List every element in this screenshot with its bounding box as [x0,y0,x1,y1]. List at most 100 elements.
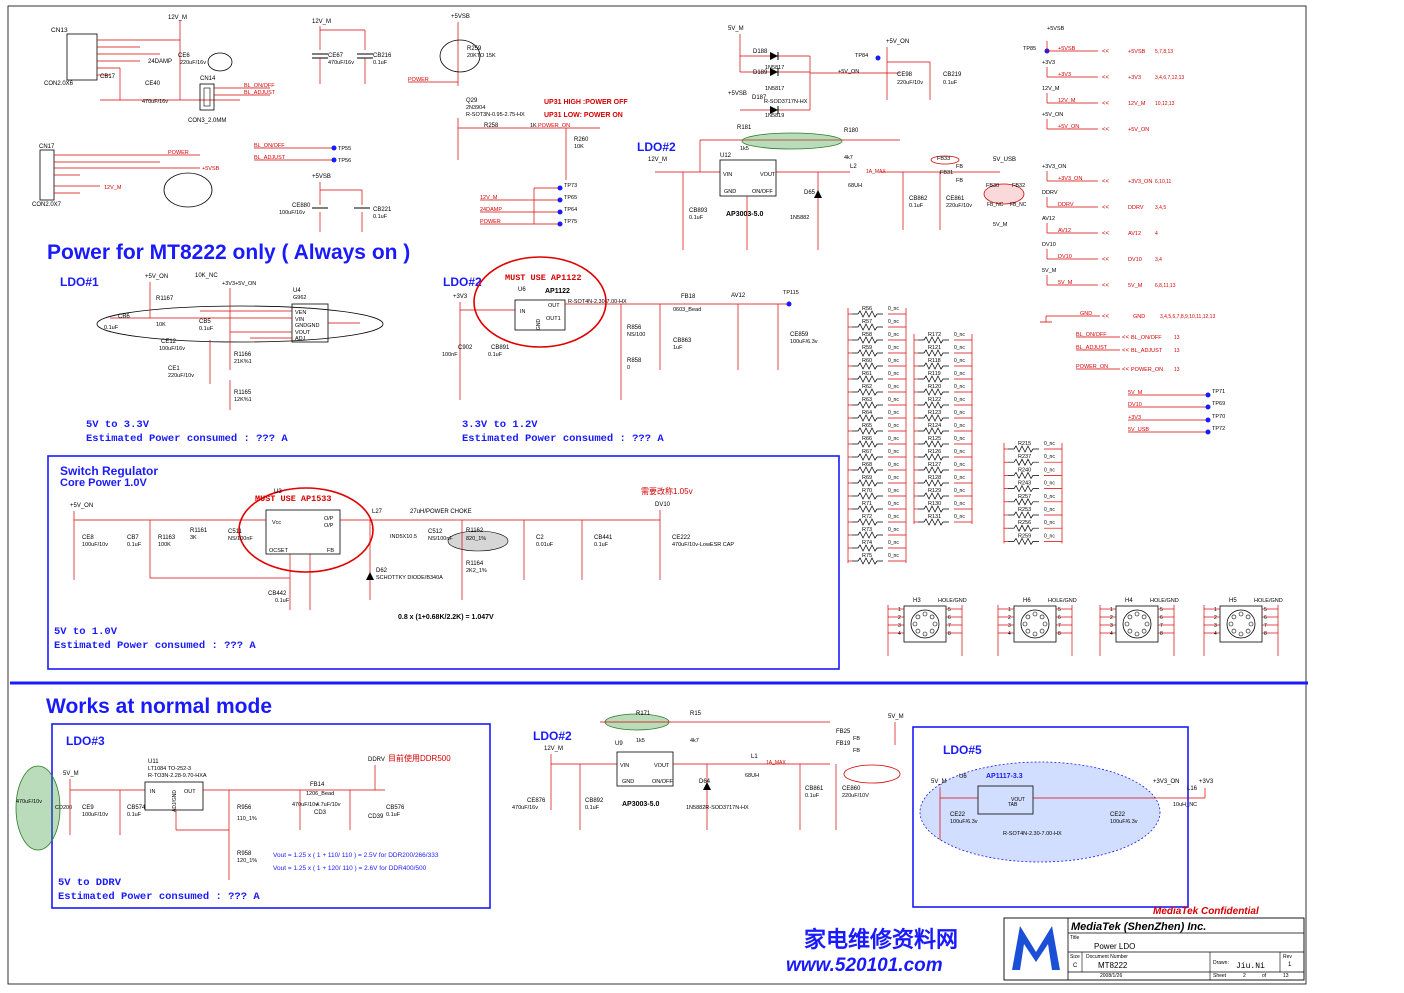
port-pages: 5,7,8,13 [1155,49,1173,55]
res-symbol [852,349,883,357]
res-value: 0_nc [888,553,899,559]
res-ref: R71 [862,501,872,507]
svg-text:CB893: CB893 [689,208,708,214]
res-ref: R59 [862,345,872,351]
res-symbol [918,466,949,474]
svg-text:0.1uF: 0.1uF [127,542,142,548]
res-symbol [852,479,883,487]
svg-text:0.1uF: 0.1uF [488,352,503,358]
res-symbol [852,453,883,461]
diodes-5v-on-group: 5V_M D188 1N5817 D189 1N5817 D187 1N5819… [728,26,900,119]
svg-text:Document Number: Document Number [1086,954,1128,960]
svg-text:2K2_1%: 2K2_1% [466,568,487,574]
res-ref: R257 [1018,494,1031,500]
port-arrow: << [1102,205,1110,211]
svg-text:CE880: CE880 [292,203,311,209]
svg-text:100uF/6.3v: 100uF/6.3v [790,339,818,345]
res-ref: R129 [928,488,941,494]
svg-text:CD3: CD3 [314,810,327,816]
res-symbol [852,440,883,448]
svg-text:0.1uF: 0.1uF [585,805,600,811]
ctrl-name: POWER_ON [1131,367,1163,373]
res-symbol [852,466,883,474]
svg-text:0603_Bead: 0603_Bead [673,307,701,313]
ldo1-desc-b: Estimated Power consumed : ??? A [86,433,288,445]
svg-text:CN17: CN17 [39,144,55,150]
res-value: 0_nc [954,384,965,390]
ldo2-top-label: LDO#2 [637,140,676,154]
svg-text:0.1uF: 0.1uF [199,326,214,332]
tp-label: TP70 [1212,414,1225,420]
svg-text:10K_NC: 10K_NC [195,273,218,279]
svg-text:7: 7 [948,623,951,629]
net-5vsb-cn17: +5VSB [202,166,220,172]
res-ref: R122 [928,397,941,403]
svg-text:8: 8 [948,631,951,637]
port-net-label: DDRV [1042,190,1058,196]
tp55-group: BL_ON/OFF TP55 BL_ADJUST TP56 [254,143,351,164]
tp-net: DV10 [1128,402,1142,408]
res-value: 0_nc [888,332,899,338]
title-block: MediaTek Confidential MediaTek (ShenZhen… [1003,906,1305,981]
res-value: 0_nc [954,436,965,442]
net-24damp: 24DAMP [148,59,172,65]
port-arrow: << [1102,127,1110,133]
res-symbol [918,479,949,487]
svg-text:4k7: 4k7 [690,738,699,744]
res-symbol [918,492,949,500]
svg-text:C: C [1073,963,1078,969]
svg-text:CE67: CE67 [328,53,344,59]
svg-text:0.01uF: 0.01uF [536,542,554,548]
res-ref: R259 [1018,533,1031,539]
svg-text:0.1uF: 0.1uF [127,812,142,818]
connector-cn17: CN17 CON2.0X7 [32,144,200,208]
tp-label: TP69 [1212,401,1225,407]
res-ref: R215 [1018,441,1031,447]
svg-text:CB7: CB7 [127,535,139,541]
svg-text:+5V_ON: +5V_ON [70,503,93,509]
port-pages: 4 [1155,231,1158,237]
svg-text:0.1uF: 0.1uF [689,215,704,221]
svg-text:8: 8 [1160,631,1163,637]
svg-text:1uF: 1uF [673,345,683,351]
tp-dot [1205,404,1211,410]
svg-text:CD200: CD200 [55,805,72,811]
port-net-on-line: +5VSB [1058,46,1076,52]
u4-g962-group: U4 G962 VEN VIN GNDGND VOUT ADJ +5V_ON +… [96,273,384,410]
svg-text:R258: R258 [484,123,499,129]
res-value: 0_nc [954,410,965,416]
sheet-border [7,5,1307,985]
res-value: 0_nc [1044,481,1055,487]
svg-text:2: 2 [1243,973,1246,979]
svg-text:FB_NC: FB_NC [987,202,1004,208]
res-ref: R124 [928,423,941,429]
tp-dot [1205,417,1211,423]
svg-text:0.1uF: 0.1uF [373,214,388,220]
svg-text:1: 1 [1214,607,1217,613]
svg-text:TP73: TP73 [564,183,577,189]
svg-text:5V_M: 5V_M [993,222,1008,228]
svg-text:4.7uF/10v: 4.7uF/10v [316,802,341,808]
svg-text:0.1uF: 0.1uF [275,598,290,604]
res-ref: R74 [862,540,872,546]
port-name: DDRV [1128,205,1144,211]
svg-text:R856: R856 [627,325,642,331]
port-net-label: +5V_ON [1042,112,1063,118]
svg-text:OUT: OUT [548,303,560,309]
res-symbol [1008,484,1039,493]
svg-text:10K: 10K [574,144,584,150]
svg-text:TP84: TP84 [855,53,868,59]
ce40-val: 470uF/16v [142,99,168,105]
svg-text:R-TO3N-2.28-9.70-HXA: R-TO3N-2.28-9.70-HXA [148,773,207,779]
svg-text:CB442: CB442 [268,591,287,597]
ce67-cb216-group: 12V_M CE67 470uF/16v CB216 0.1uF [312,19,392,84]
svg-text:100uF/10v: 100uF/10v [82,542,108,548]
res-value: 0_nc [1044,533,1055,539]
tp-net: +3V3 [1128,415,1141,421]
cn17-marker-ellipse [163,172,213,208]
ctrl-arrow: << [1122,367,1130,373]
res-value: 0_nc [888,462,899,468]
svg-text:5V_M: 5V_M [63,771,79,777]
